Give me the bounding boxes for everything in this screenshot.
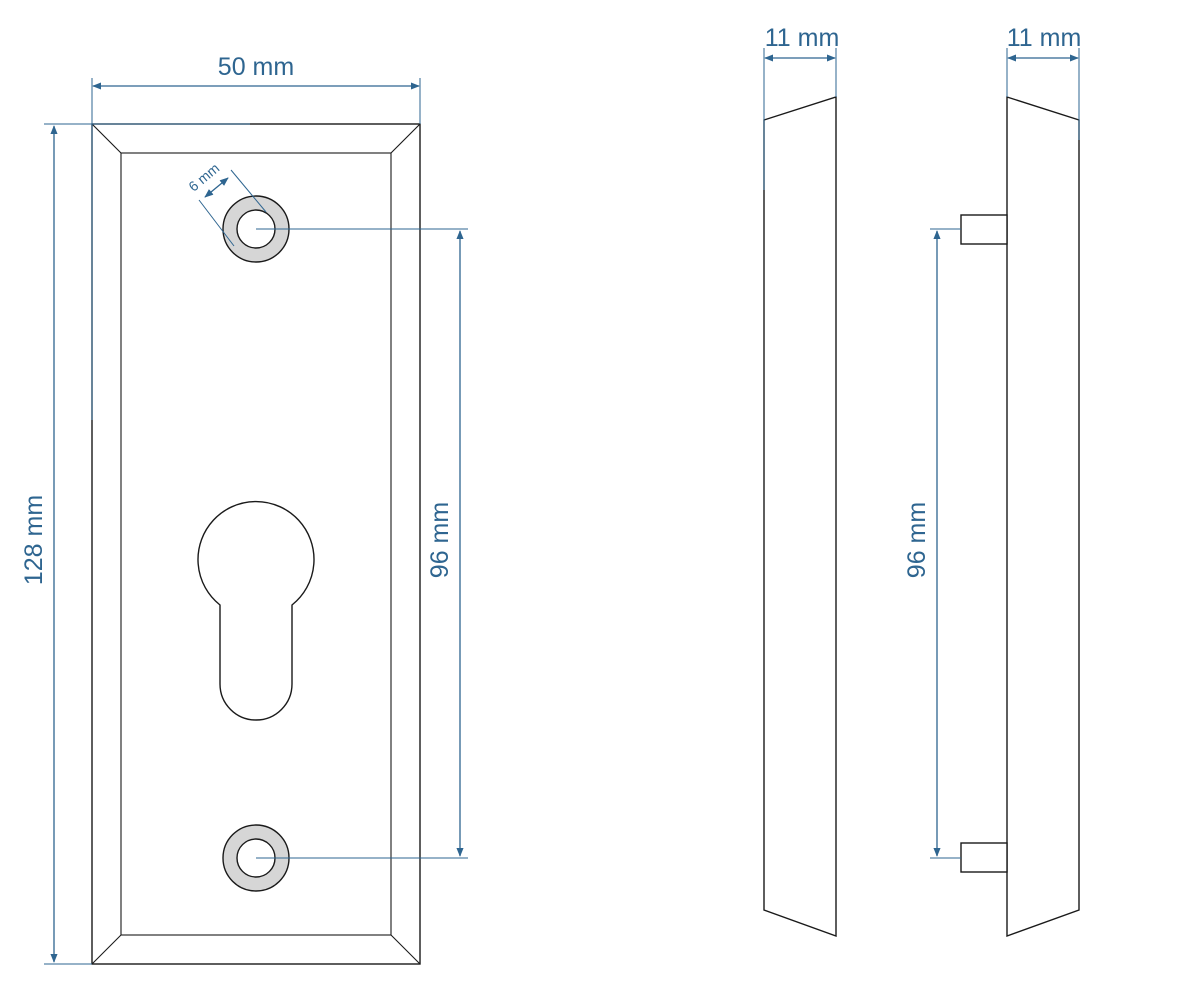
plate-bevel-inner-edge — [120, 152, 392, 936]
side-view-left: 11 mm — [763, 24, 840, 937]
bottom-mounting-pin — [960, 842, 1008, 873]
hole-spacing-dimension-front: 96 mm — [256, 228, 468, 859]
hole-diameter-extension-a — [198, 199, 235, 247]
side-profile-left — [763, 96, 837, 937]
front-view — [91, 123, 421, 965]
bevel-corner-tl — [91, 123, 122, 154]
side-profile-right — [1006, 96, 1080, 937]
width-label: 50 mm — [218, 53, 294, 81]
hole-diameter-dimension-line — [204, 177, 229, 198]
cylinder-keyhole-cutout — [197, 500, 315, 721]
hole-diameter-extension-b — [230, 169, 267, 213]
height-label: 128 mm — [20, 495, 48, 585]
side-view-right: 11 mm 96 mm — [903, 24, 1082, 937]
bevel-corner-bl — [91, 934, 122, 965]
left-thickness-label: 11 mm — [765, 24, 840, 52]
hole-spacing-label: 96 mm — [426, 502, 454, 578]
pin-spacing-label: 96 mm — [903, 502, 931, 578]
width-dimension: 50 mm — [91, 53, 421, 420]
bevel-corner-tr — [390, 123, 421, 154]
top-mounting-pin — [960, 214, 1008, 245]
right-thickness-label: 11 mm — [1007, 24, 1082, 52]
height-dimension: 128 mm — [20, 123, 250, 965]
bevel-corner-br — [390, 934, 421, 965]
